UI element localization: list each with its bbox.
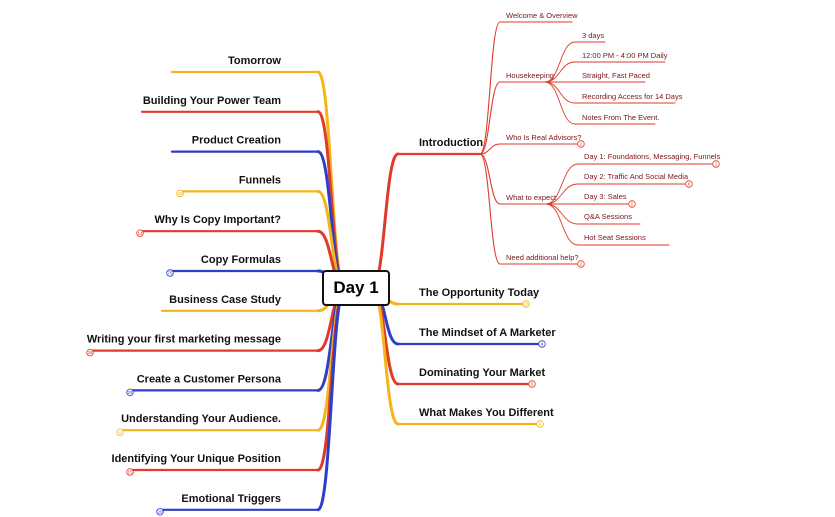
- left-branch-funnels-label[interactable]: Funnels: [239, 174, 281, 186]
- left-branch-emotional-triggers-count-circle[interactable]: [156, 508, 164, 516]
- expect-item-day-3-sales-count: 5: [631, 202, 634, 207]
- left-branch-create-a-customer-persona-count-circle[interactable]: [126, 388, 134, 397]
- expect-item-day-1-foundations-messaging-funnels-count-circle[interactable]: [712, 160, 720, 168]
- right-branch-the-mindset-of-a-marketer-label[interactable]: The Mindset of A Marketer: [419, 327, 556, 339]
- left-branch-copy-formulas-count: 75: [167, 271, 173, 276]
- left-branch-identifying-your-unique-position-count-circle[interactable]: [126, 468, 134, 476]
- left-branch-business-case-study-label[interactable]: Business Case Study: [169, 294, 282, 306]
- intro-item-need-additional-help-connector: [479, 153, 501, 265]
- left-branch-writing-your-first-marketing-message-count-circle[interactable]: [86, 348, 94, 357]
- intro-item-need-additional-help-count: 2: [580, 262, 583, 267]
- left-branch-understanding-your-audience-count-circle[interactable]: [116, 428, 124, 436]
- expect-item-day-1-foundations-messaging-funnels-label[interactable]: Day 1: Foundations, Messaging, Funnels: [584, 152, 721, 161]
- intro-item-who-is-real-advisors-count-circle[interactable]: [577, 140, 585, 148]
- intro-item-who-is-real-advisors-label[interactable]: Who Is Real Advisors?: [506, 133, 581, 142]
- intro-item-housekeeping-connector: [479, 81, 501, 155]
- intro-item-who-is-real-advisors-connector: [479, 143, 501, 155]
- right-branch-the-opportunity-today-count-circle[interactable]: [522, 300, 530, 308]
- root-node-label: Day 1: [333, 278, 379, 297]
- expect-item-day-2-traffic-and-social-media-label[interactable]: Day 2: Traffic And Social Media: [584, 172, 689, 181]
- intro-item-what-to-expect-connector: [479, 153, 501, 205]
- expect-item-q-a-sessions-label[interactable]: Q&A Sessions: [584, 212, 632, 221]
- housekeeping-item-3-days-connector: [544, 41, 576, 83]
- left-branch-why-is-copy-important-count: 12: [137, 231, 143, 236]
- left-branch-emotional-triggers-label[interactable]: Emotional Triggers: [181, 493, 281, 505]
- housekeeping-item-recording-access-for-14-days-label[interactable]: Recording Access for 14 Days: [582, 92, 683, 101]
- right-branch-what-makes-you-different-connector: [370, 286, 400, 426]
- right-branch-dominating-your-market-label[interactable]: Dominating Your Market: [419, 367, 545, 379]
- expect-item-day-3-sales-count-circle[interactable]: [628, 200, 636, 208]
- intro-item-need-additional-help-count-circle[interactable]: [577, 260, 585, 268]
- left-branch-product-creation-label[interactable]: Product Creation: [192, 135, 282, 147]
- expect-item-day-3-sales-label[interactable]: Day 3: Sales: [584, 192, 627, 201]
- expect-item-day-2-traffic-and-social-media-count-circle[interactable]: [685, 180, 693, 188]
- housekeeping-item-3-days-label[interactable]: 3 days: [582, 31, 604, 40]
- expect-item-day-1-foundations-messaging-funnels-connector: [545, 163, 579, 205]
- expect-item-hot-seat-sessions-label[interactable]: Hot Seat Sessions: [584, 233, 646, 242]
- right-branch-the-opportunity-today-count: 23: [523, 302, 529, 307]
- housekeeping-item-12-00-pm-4-00-pm-daily-label[interactable]: 12:00 PM - 4:00 PM Daily: [582, 51, 668, 60]
- left-branch-identifying-your-unique-position-label[interactable]: Identifying Your Unique Position: [112, 453, 282, 465]
- intro-item-welcome-overview-label[interactable]: Welcome & Overview: [506, 11, 578, 20]
- left-branch-why-is-copy-important-count-circle[interactable]: [136, 229, 144, 237]
- expect-item-day-1-foundations-messaging-funnels-count: 2: [715, 162, 718, 167]
- right-branch-the-mindset-of-a-marketer-count: 9: [541, 342, 544, 347]
- right-branch-what-makes-you-different-label[interactable]: What Makes You Different: [419, 407, 554, 419]
- expect-item-q-a-sessions-connector: [545, 203, 579, 225]
- left-branch-create-a-customer-persona-label[interactable]: Create a Customer Persona: [137, 373, 282, 385]
- root-node[interactable]: Day 1: [322, 270, 390, 306]
- expect-item-day-2-traffic-and-social-media-count: 8: [688, 182, 691, 187]
- left-branch-writing-your-first-marketing-message-count: 38: [87, 350, 93, 355]
- left-branch-create-a-customer-persona-count: 25: [127, 390, 133, 395]
- right-branch-dominating-your-market-count: 5: [531, 382, 534, 387]
- left-branch-tomorrow-label[interactable]: Tomorrow: [228, 55, 281, 67]
- left-branch-copy-formulas-count-circle[interactable]: [166, 269, 174, 277]
- right-branch-introduction-label[interactable]: Introduction: [419, 137, 483, 149]
- intro-item-welcome-overview-connector: [479, 21, 501, 155]
- right-branch-the-opportunity-today-label[interactable]: The Opportunity Today: [419, 287, 540, 299]
- left-branch-funnels-count: 20: [177, 191, 183, 196]
- left-branch-copy-formulas-label[interactable]: Copy Formulas: [201, 254, 281, 266]
- left-branch-understanding-your-audience-count: 6: [119, 430, 122, 435]
- intro-item-what-to-expect-label[interactable]: What to expect: [506, 193, 557, 202]
- intro-item-need-additional-help-label[interactable]: Need additional help?: [506, 253, 579, 262]
- housekeeping-item-12-00-pm-4-00-pm-daily-connector: [544, 61, 576, 83]
- left-branch-writing-your-first-marketing-message-label[interactable]: Writing your first marketing message: [87, 334, 281, 346]
- right-branch-introduction-connector: [370, 152, 400, 290]
- intro-item-housekeeping-label[interactable]: Housekeeping: [506, 71, 554, 80]
- housekeeping-item-recording-access-for-14-days-connector: [544, 81, 576, 104]
- left-branch-understanding-your-audience-label[interactable]: Understanding Your Audience.: [121, 413, 281, 425]
- left-branch-why-is-copy-important-label[interactable]: Why Is Copy Important?: [155, 214, 282, 226]
- right-branch-the-mindset-of-a-marketer-count-circle[interactable]: [538, 340, 546, 348]
- housekeeping-item-straight-fast-paced-label[interactable]: Straight, Fast Paced: [582, 71, 650, 80]
- housekeeping-item-notes-from-the-event-label[interactable]: Notes From The Event.: [582, 113, 659, 122]
- right-branch-what-makes-you-different-count-circle[interactable]: [536, 420, 544, 428]
- left-branch-funnels-count-circle[interactable]: [176, 189, 184, 198]
- housekeeping-item-notes-from-the-event-connector: [544, 81, 576, 125]
- right-branch-dominating-your-market-count-circle[interactable]: [528, 380, 536, 388]
- intro-item-who-is-real-advisors-count: 2: [580, 142, 583, 147]
- left-branch-building-your-power-team-label[interactable]: Building Your Power Team: [143, 95, 281, 107]
- left-branch-emotional-triggers-count: 20: [157, 509, 163, 514]
- right-branch-what-makes-you-different-count: 6: [539, 422, 542, 427]
- left-branch-identifying-your-unique-position-count: 15: [127, 470, 133, 475]
- expect-item-hot-seat-sessions-connector: [545, 203, 579, 246]
- expect-item-day-2-traffic-and-social-media-connector: [545, 183, 579, 205]
